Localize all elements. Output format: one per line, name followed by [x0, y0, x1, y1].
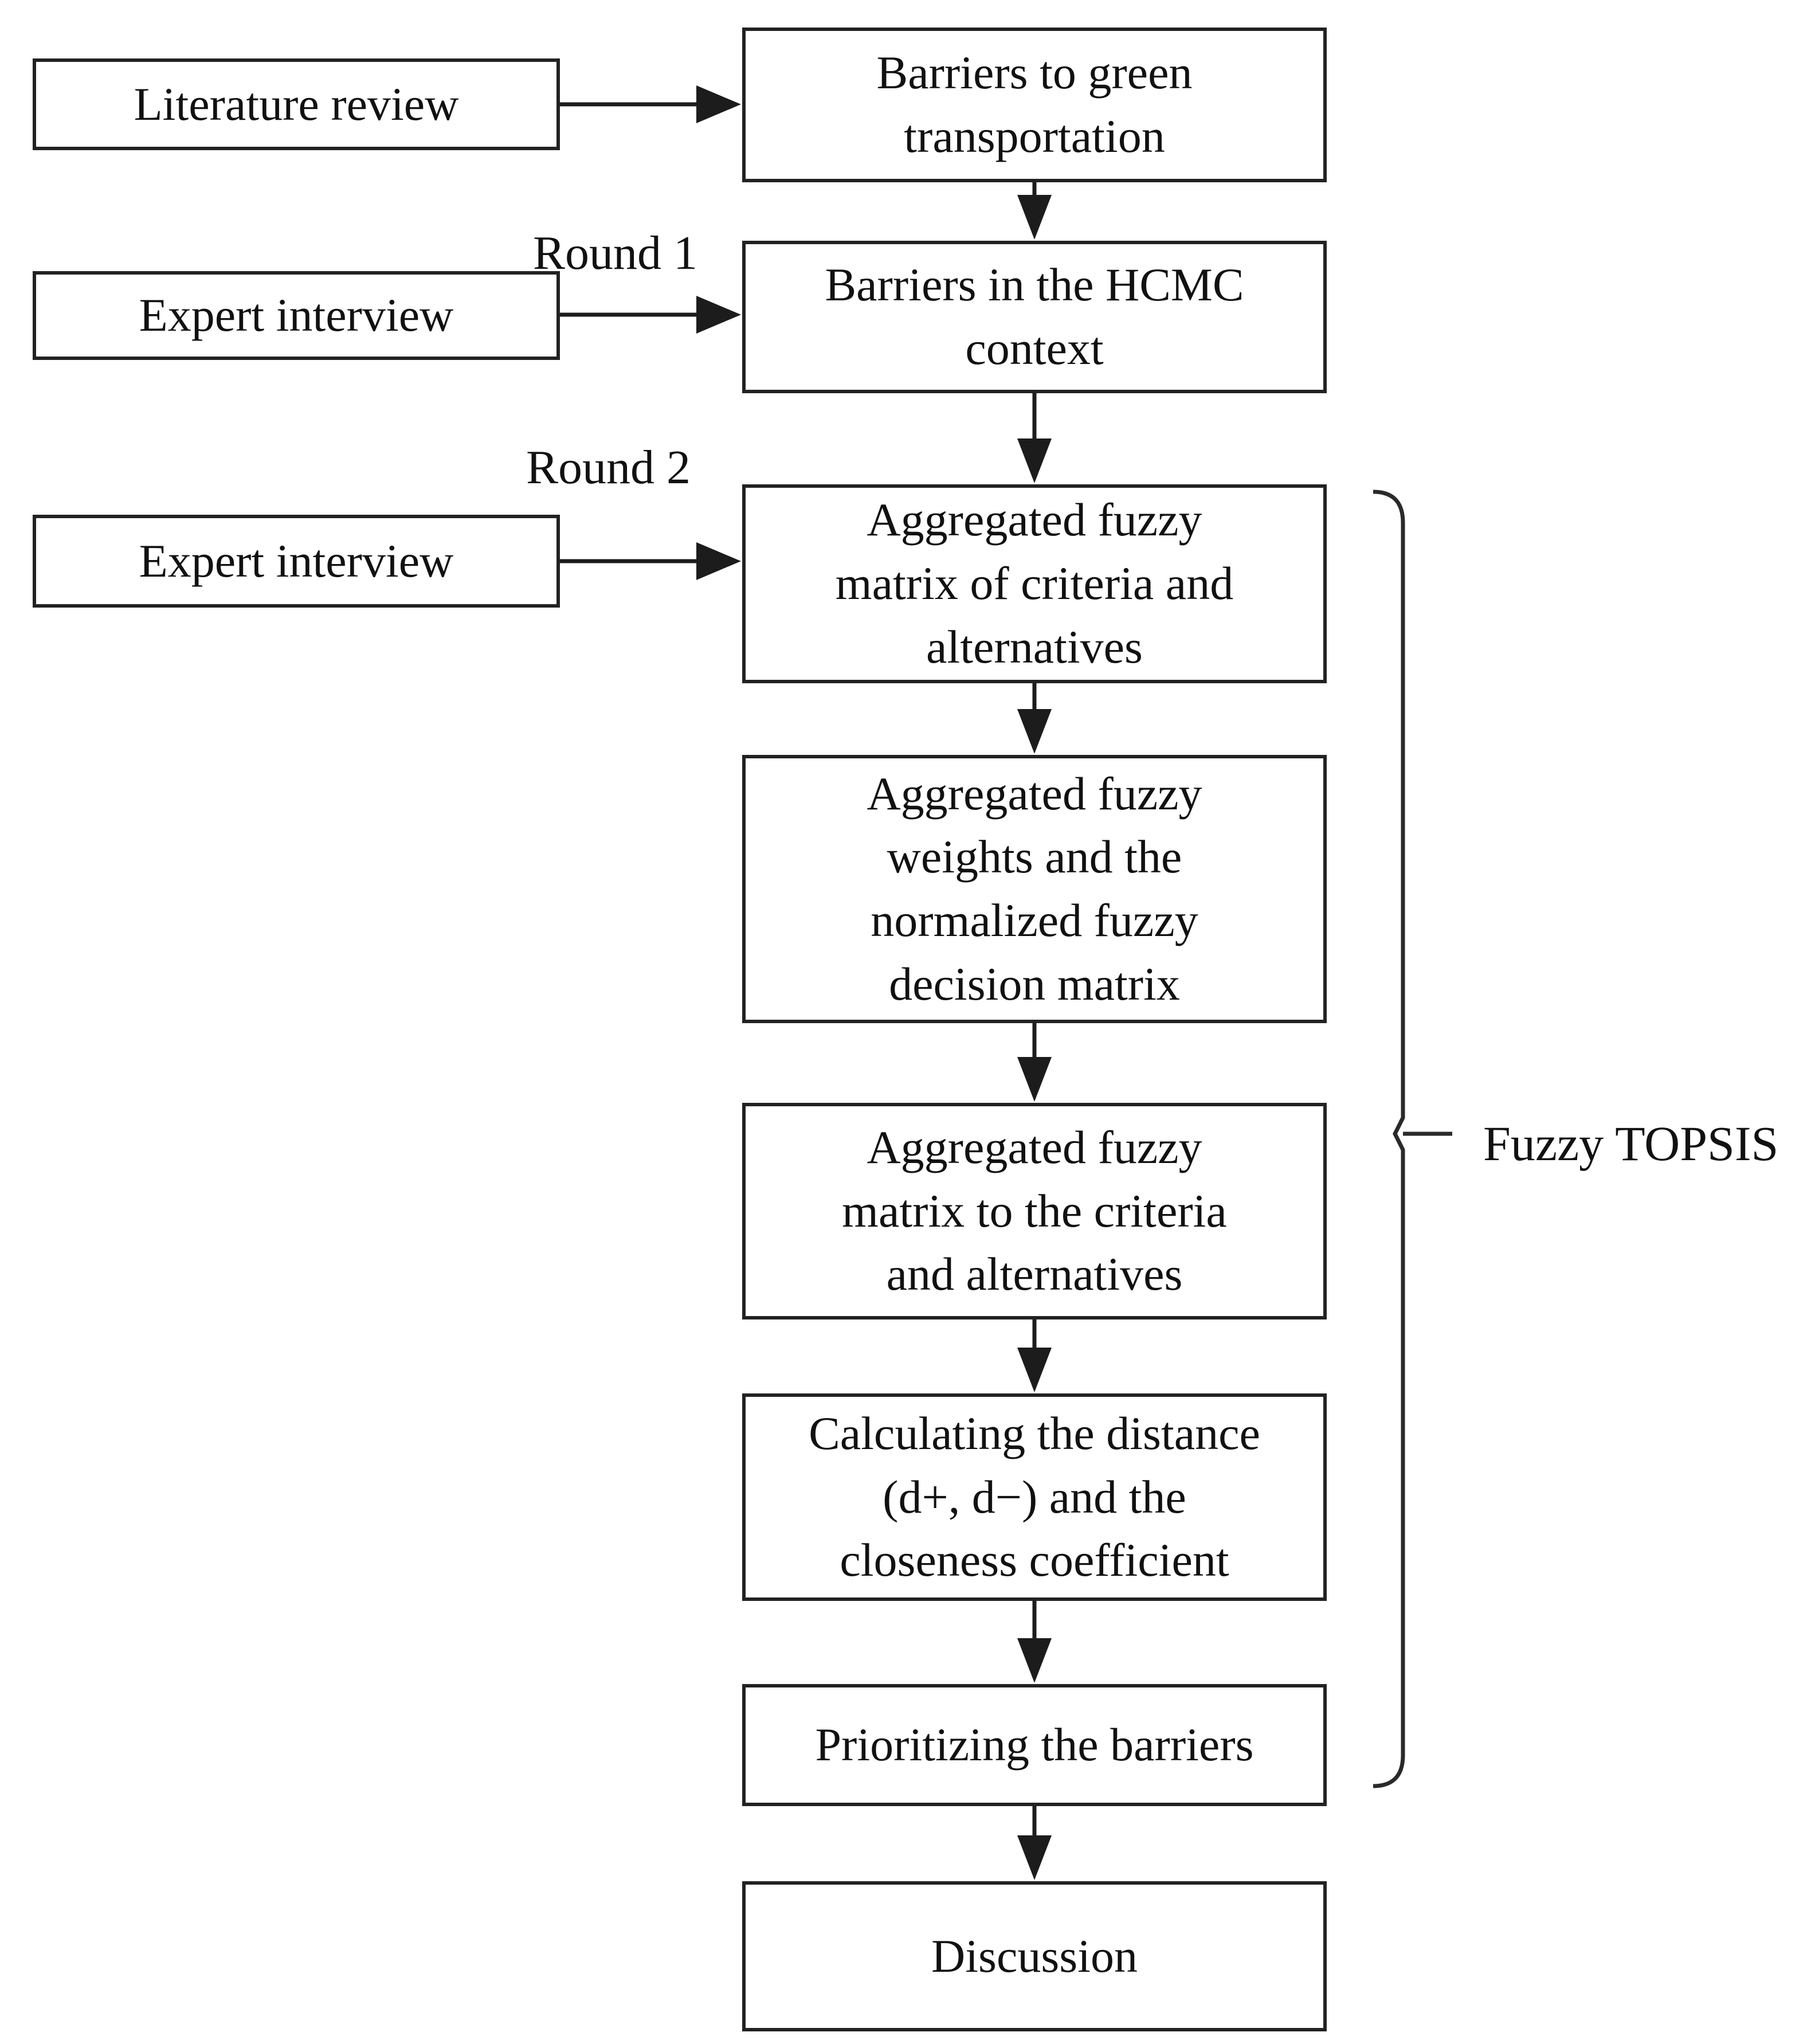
box-prioritizing-barriers-label: Prioritizing the barriers [815, 1718, 1254, 1771]
arrow-hcmc-to-aggregated-matrix [1017, 393, 1052, 483]
box-expert-interview-round-1-label: Expert interview [139, 289, 454, 342]
round-2-label: Round 2 [526, 441, 691, 494]
box-barriers-green-transportation-label: Barriers to green transportation [876, 46, 1193, 162]
arrow-expert1-to-barriers-hcmc [560, 296, 741, 334]
box-aggregated-fuzzy-weights-normalized-matrix: Aggregated fuzzy weights and the normali… [742, 755, 1327, 1023]
fuzzy-topsis-bracket [1373, 490, 1452, 1788]
box-aggregated-fuzzy-matrix-to-criteria-alternatives-label: Aggregated fuzzy matrix to the criteria … [842, 1121, 1227, 1301]
box-discussion: Discussion [742, 1881, 1327, 2031]
box-barriers-hcmc-context: Barriers in the HCMC context [742, 241, 1327, 393]
box-aggregated-fuzzy-weights-normalized-matrix-label: Aggregated fuzzy weights and the normali… [867, 767, 1202, 1010]
arrow-distance-to-prioritizing [1017, 1601, 1052, 1683]
box-aggregated-fuzzy-matrix-to-criteria-alternatives: Aggregated fuzzy matrix to the criteria … [742, 1103, 1327, 1319]
arrow-prioritizing-to-discussion [1017, 1806, 1052, 1880]
box-expert-interview-round-2: Expert interview [33, 515, 560, 608]
arrow-aggregated-matrix-to-weights [1017, 683, 1052, 754]
arrow-matrix-criteria-to-distance [1017, 1319, 1052, 1392]
fuzzy-topsis-label: Fuzzy TOPSIS [1483, 1116, 1779, 1171]
box-expert-interview-round-2-label: Expert interview [139, 534, 454, 587]
arrow-weights-to-matrix-criteria [1017, 1023, 1052, 1102]
box-barriers-hcmc-context-label: Barriers in the HCMC context [825, 259, 1244, 374]
box-aggregated-fuzzy-matrix-criteria-alternatives: Aggregated fuzzy matrix of criteria and … [742, 484, 1327, 683]
round-1-label: Round 1 [533, 226, 698, 280]
box-literature-review: Literature review [33, 58, 560, 150]
arrow-expert2-to-aggregated-matrix [560, 542, 741, 580]
box-discussion-label: Discussion [931, 1929, 1138, 1982]
box-literature-review-label: Literature review [134, 77, 459, 130]
box-expert-interview-round-1: Expert interview [33, 271, 560, 360]
box-aggregated-fuzzy-matrix-criteria-alternatives-label: Aggregated fuzzy matrix of criteria and … [835, 494, 1234, 673]
box-calculating-distance-closeness-coefficient-label: Calculating the distance (d+, d−) and th… [809, 1407, 1260, 1587]
box-calculating-distance-closeness-coefficient: Calculating the distance (d+, d−) and th… [742, 1393, 1327, 1601]
box-prioritizing-barriers: Prioritizing the barriers [742, 1684, 1327, 1806]
arrow-literature-to-barriers-green [560, 85, 741, 123]
box-barriers-green-transportation: Barriers to green transportation [742, 28, 1327, 182]
arrow-barriers-green-to-hcmc [1017, 182, 1052, 240]
